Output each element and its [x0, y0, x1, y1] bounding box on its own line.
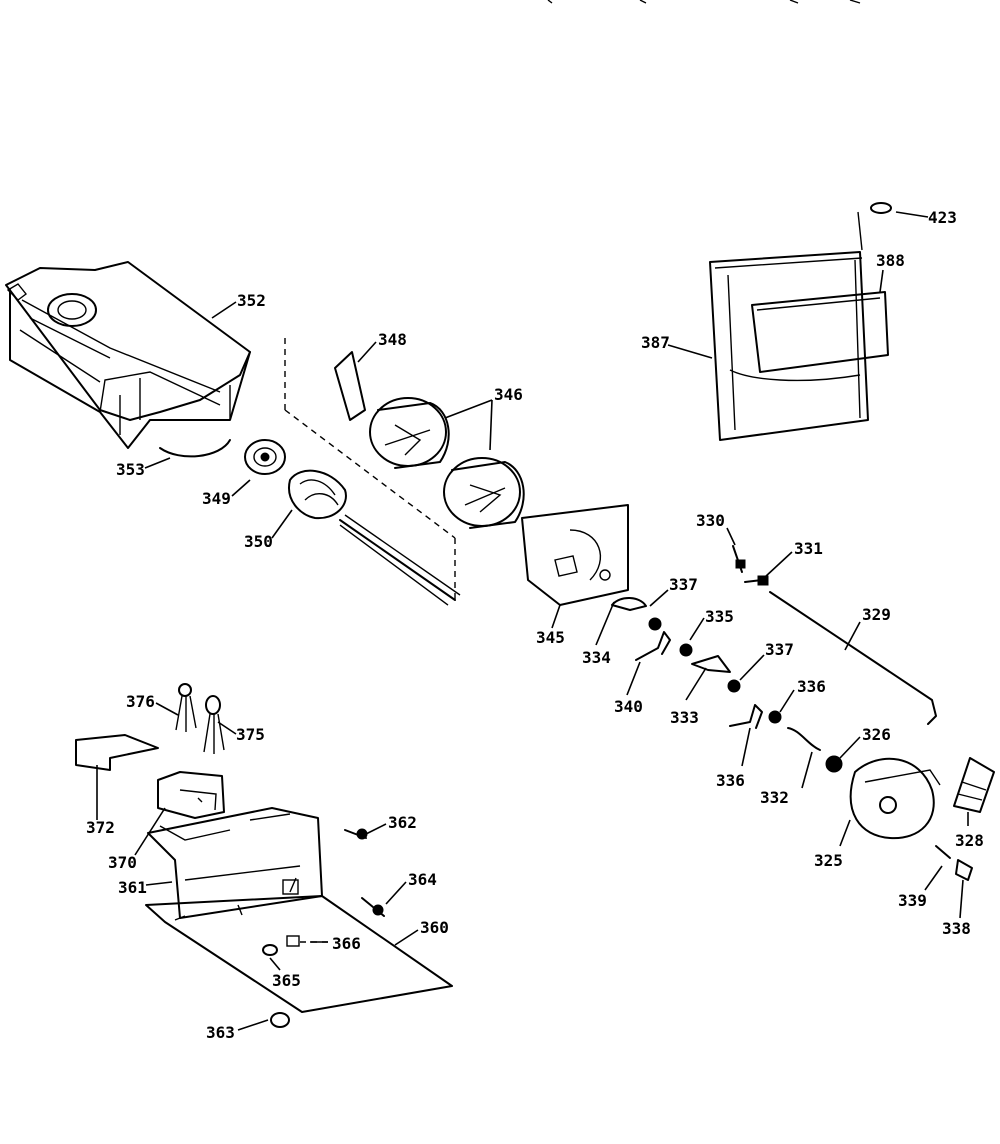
mounting-plate: [521, 504, 629, 606]
callout-388: 388: [876, 251, 905, 270]
callout-333: 333: [670, 708, 699, 727]
callout-336b: 336: [716, 771, 745, 790]
auger-assembly: [288, 469, 461, 606]
actuator-rod: [769, 591, 937, 725]
callout-340: 340: [614, 697, 643, 716]
screw-362: [344, 828, 368, 840]
callout-331: 331: [794, 539, 823, 558]
dispenser-door: [751, 291, 889, 373]
alignment-guides: [284, 338, 456, 600]
small-bushing: [857, 202, 892, 251]
callout-376: 376: [126, 692, 155, 711]
callout-348: 348: [378, 330, 407, 349]
spring-339: [935, 845, 951, 859]
base-plate-360: [145, 895, 453, 1013]
callout-326: 326: [862, 725, 891, 744]
crusher-housing-rear: [443, 457, 525, 529]
fasteners-366: [286, 935, 330, 947]
callout-362: 362: [388, 813, 417, 832]
callout-339: 339: [898, 891, 927, 910]
callout-346: 346: [494, 385, 523, 404]
dispenser-frame: [709, 251, 869, 441]
callout-330: 330: [696, 511, 725, 530]
housing-361: [147, 807, 323, 919]
motor-370: [157, 771, 225, 819]
clip-338: [955, 859, 973, 881]
callout-366: 366: [332, 934, 361, 953]
solenoid-motor: [849, 757, 941, 840]
wire-harness-375: [203, 695, 225, 754]
callout-387: 387: [641, 333, 670, 352]
callout-423: 423: [928, 208, 957, 227]
crusher-housing-front: [369, 397, 450, 469]
crusher-blade: [334, 351, 366, 421]
callout-335: 335: [705, 607, 734, 626]
callout-365: 365: [272, 971, 301, 990]
callout-336a: 336: [797, 677, 826, 696]
ice-bucket: [5, 261, 251, 449]
foot-363: [270, 1012, 290, 1028]
wire-harness-376: [175, 683, 197, 732]
leader-lines: [96, 211, 969, 1031]
callout-361: 361: [118, 878, 147, 897]
callout-352: 352: [237, 291, 266, 310]
callout-364: 364: [408, 870, 437, 889]
bucket-wire: [159, 439, 231, 458]
grommet-365: [262, 944, 278, 956]
callout-329: 329: [862, 605, 891, 624]
bracket-328: [953, 757, 995, 813]
top-edge-marks: [547, 0, 861, 4]
callout-334: 334: [582, 648, 611, 667]
callout-332: 332: [760, 788, 789, 807]
drive-coupling: [244, 439, 286, 475]
callout-349: 349: [202, 489, 231, 508]
screw-364: [361, 897, 385, 917]
callout-325: 325: [814, 851, 843, 870]
callout-360: 360: [420, 918, 449, 937]
cover-372: [75, 734, 159, 771]
gear-326: [825, 755, 843, 773]
callout-labels: 423 388 387 352 348 346 353 349 350 330 …: [86, 208, 984, 1042]
callout-363: 363: [206, 1023, 235, 1042]
callout-350: 350: [244, 532, 273, 551]
linkage-parts: [611, 597, 821, 751]
callout-337a: 337: [669, 575, 698, 594]
callout-328: 328: [955, 831, 984, 850]
callout-372: 372: [86, 818, 115, 837]
bracket-331: [744, 575, 769, 586]
callout-338: 338: [942, 919, 971, 938]
screw-330: [732, 545, 746, 573]
callout-345: 345: [536, 628, 565, 647]
callout-375: 375: [236, 725, 265, 744]
callout-337b: 337: [765, 640, 794, 659]
callout-370: 370: [108, 853, 137, 872]
callout-353: 353: [116, 460, 145, 479]
